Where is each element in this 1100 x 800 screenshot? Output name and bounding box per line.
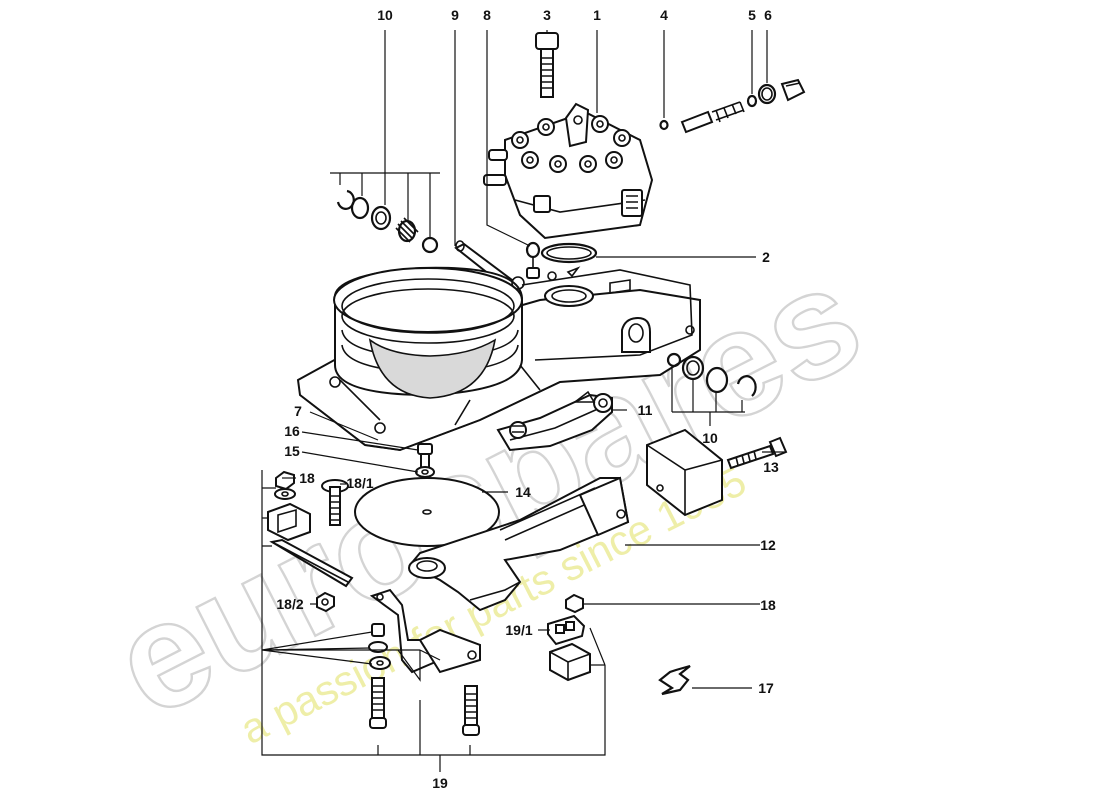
part-18-nut-right[interactable] (565, 593, 584, 614)
label-16[interactable]: 16 (284, 423, 300, 439)
part-2-o-ring[interactable] (540, 242, 598, 264)
label-6[interactable]: 6 (764, 7, 772, 23)
part-labels: 10 9 8 3 1 4 5 6 2 7 11 10 16 15 14 13 1… (276, 7, 779, 791)
counterweight-block[interactable] (646, 428, 723, 517)
part-1-fuel-distributor[interactable] (483, 102, 654, 240)
label-5[interactable]: 5 (748, 7, 756, 23)
part-17-wire-clip[interactable] (658, 664, 691, 696)
label-18-2[interactable]: 18/2 (276, 596, 303, 612)
label-1[interactable]: 1 (593, 7, 601, 23)
part-11-lever[interactable] (496, 390, 613, 452)
label-10-top[interactable]: 10 (377, 7, 393, 23)
part-5-plunger-spring[interactable] (680, 94, 758, 134)
label-7[interactable]: 7 (294, 403, 302, 419)
part-12-lever-arm[interactable] (408, 476, 630, 612)
part-4-ball[interactable] (659, 119, 669, 131)
label-18-1[interactable]: 18/1 (346, 475, 373, 491)
label-12[interactable]: 12 (760, 537, 776, 553)
label-18-left[interactable]: 18 (299, 470, 315, 486)
part-10-seal-set-right[interactable] (666, 352, 757, 397)
label-15[interactable]: 15 (284, 443, 300, 459)
label-10-right[interactable]: 10 (702, 430, 718, 446)
part-18-1-bolt[interactable] (321, 479, 349, 526)
label-19[interactable]: 19 (432, 775, 448, 791)
screw-right[interactable] (462, 685, 480, 736)
label-4[interactable]: 4 (660, 7, 668, 23)
part-7-housing[interactable] (296, 266, 701, 452)
label-3[interactable]: 3 (543, 7, 551, 23)
screw-left[interactable] (369, 677, 387, 729)
part-18-nut-left[interactable] (274, 470, 296, 500)
label-9[interactable]: 9 (451, 7, 459, 23)
washer-stack[interactable] (368, 623, 391, 670)
part-8-screw[interactable] (525, 241, 541, 279)
part-6-seal-and-plug[interactable] (757, 78, 806, 105)
label-2[interactable]: 2 (762, 249, 770, 265)
label-19-1[interactable]: 19/1 (505, 622, 532, 638)
part-10-seal-set-left[interactable] (336, 189, 439, 254)
strip[interactable] (269, 538, 354, 588)
part-16-bolt[interactable] (417, 443, 433, 469)
label-14[interactable]: 14 (515, 484, 531, 500)
part-15-washer[interactable] (415, 466, 435, 478)
small-block[interactable] (549, 642, 591, 682)
part-18-2-nut[interactable] (316, 591, 335, 613)
label-13[interactable]: 13 (763, 459, 779, 475)
label-8[interactable]: 8 (483, 7, 491, 23)
part-19-1-connector[interactable] (547, 614, 586, 646)
clamp-bracket[interactable] (267, 502, 311, 542)
label-17[interactable]: 17 (758, 680, 774, 696)
label-18-right[interactable]: 18 (760, 597, 776, 613)
label-11[interactable]: 11 (638, 402, 653, 418)
part-14-sensor-plate[interactable] (354, 477, 500, 547)
leader-lines (261, 30, 786, 772)
part-3-bolt[interactable] (535, 32, 559, 98)
